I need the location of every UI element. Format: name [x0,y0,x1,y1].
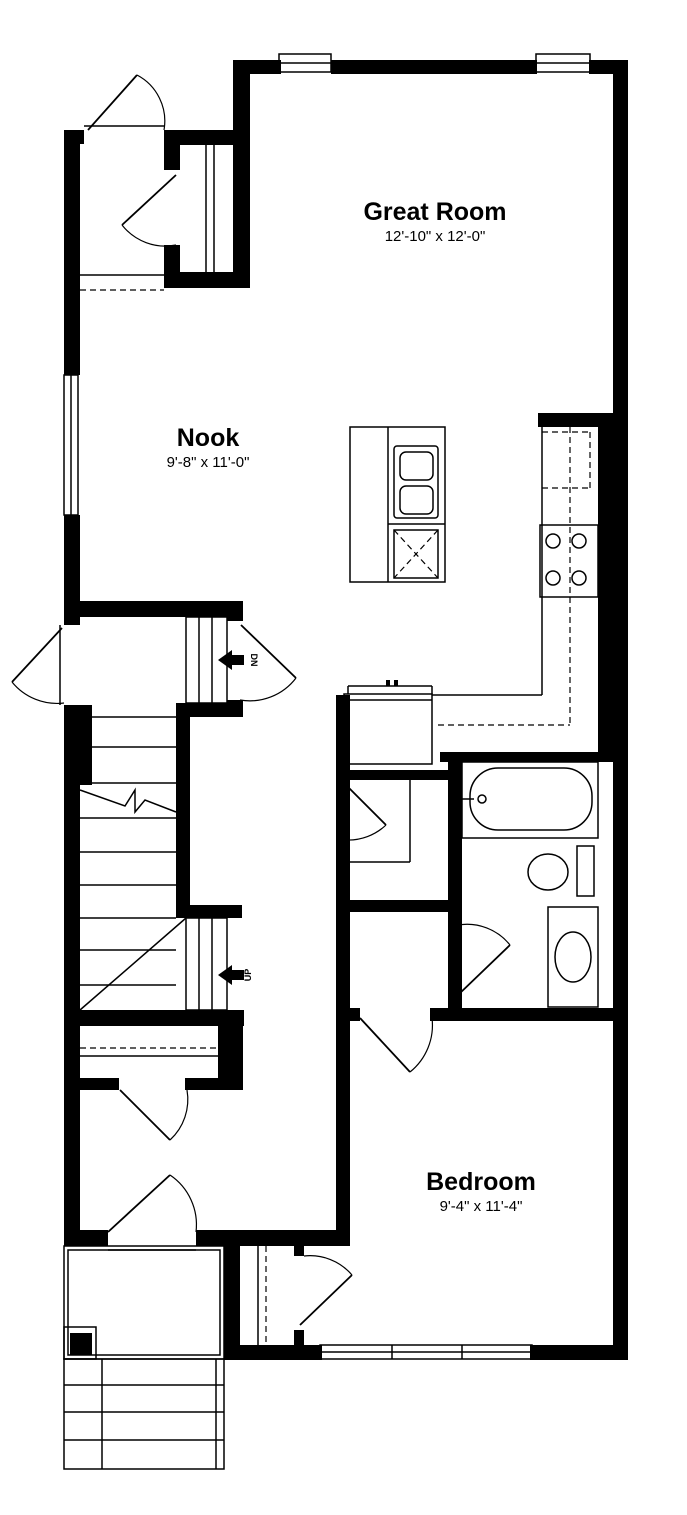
doors [11,74,511,1326]
front-porch [63,1245,225,1470]
toilet-icon [527,853,569,891]
room-dims-bedroom: 9'-4" x 11'-4" [440,1198,523,1215]
walls [64,60,628,1360]
closet-shelves [80,145,411,1345]
stair-up-label: UP [243,969,253,982]
room-name-bedroom: Bedroom [426,1168,536,1196]
kitchen [343,426,599,765]
stair-down-label: DN [249,654,259,667]
room-name-nook: Nook [177,424,240,452]
room-labels: Great Room 12'-10" x 12'-0" Nook 9'-8" x… [167,198,536,1215]
bathroom [461,761,599,1008]
windows [63,53,591,1360]
range-icon [539,524,599,598]
front-steps [63,1358,225,1470]
bathtub-icon [469,767,593,831]
room-dims-nook: 9'-8" x 11'-0" [167,454,250,471]
double-sink-icon [393,445,439,519]
kitchen-island [349,426,446,583]
room-dims-great-room: 12'-10" x 12'-0" [385,228,486,245]
refrigerator-icon [343,693,433,765]
room-name-great-room: Great Room [363,198,506,226]
vanity-icon [547,906,599,1008]
stairs: DN UP [79,616,259,1011]
